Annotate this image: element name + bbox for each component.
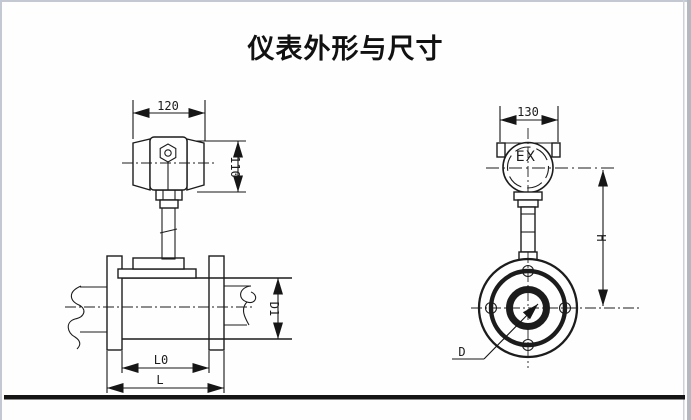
flange-left [106,255,123,351]
head-ear-right [551,142,561,158]
pipe-stub-left [67,285,107,350]
pipe-break-symbol-left [67,285,85,350]
flange-right [208,255,225,351]
page-border-left [0,0,2,420]
dim-flange-span-label: L0 [154,353,168,367]
dim-pipe-diameter: D1 [267,278,283,339]
front-view-drawing: 130 EX [452,105,642,368]
dim-head-width-front: 130 [499,105,559,142]
bottom-rule [4,395,685,400]
dim-flange-span: L0 [121,351,210,373]
page-border-right-band [687,0,691,420]
head-hex-bolt [159,143,177,163]
dim-head-width: 120 [132,99,206,141]
page-border-top [0,0,691,2]
head-cap-left [132,138,151,191]
mounting-boss-upper [132,257,185,270]
page-border-right-line [683,0,685,420]
pipe-stub-right [224,285,257,326]
dim-pipe-diameter-label: D1 [267,302,281,316]
side-view-drawing: 120 110 D1 L0 [65,99,292,393]
dim-bore-label: D [458,345,465,359]
dim-height: H [594,170,608,306]
mounting-boss-lower [117,268,197,279]
dim-height-label: H [594,234,608,241]
dim-head-height: 110 [196,140,246,193]
sensor-stem-front [513,191,543,261]
dim-head-width-label: 120 [157,99,179,113]
head-ear-left [496,142,506,158]
dim-total-length-label: L [156,373,163,387]
flange-front [471,252,642,368]
transmitter-head-front: EX [486,128,617,204]
pipe-break-symbol-right [240,285,257,326]
dim-total-length: L [106,351,225,393]
dim-head-width-front-label: 130 [517,105,539,119]
head-cap-right [186,138,205,191]
transmitter-head [122,136,214,191]
page-title: 仪表外形与尺寸 [247,34,444,65]
sensor-stem [155,189,183,260]
ex-marking: EX [516,149,536,165]
dim-bore: D [452,303,539,360]
dim-head-height-label: 110 [228,156,242,178]
